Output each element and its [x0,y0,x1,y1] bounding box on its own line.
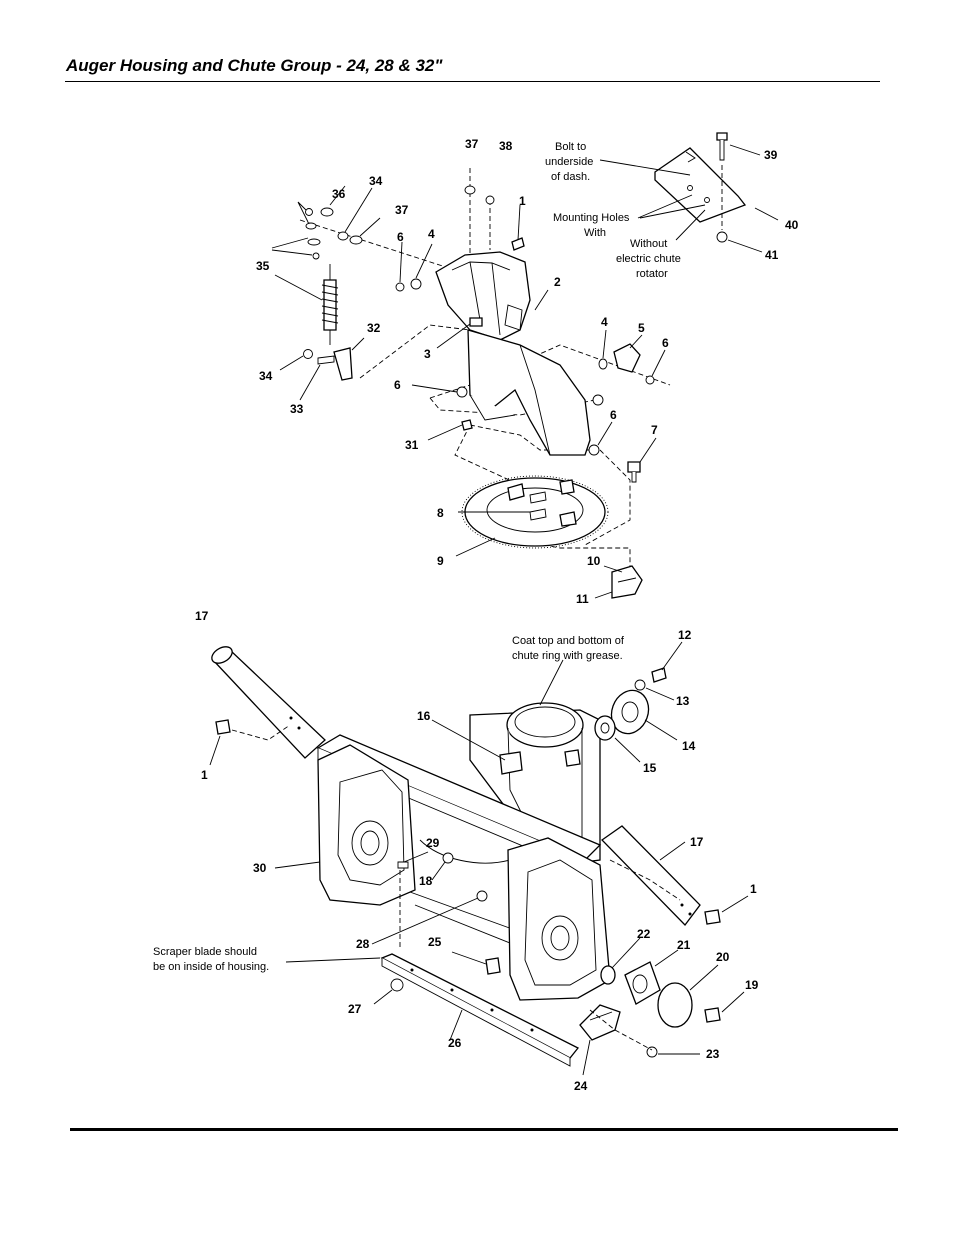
callout-31: 31 [405,438,419,452]
note-scraper-line2: be on inside of housing. [153,961,269,973]
callout-16: 16 [417,709,431,723]
callout-1: 1 [519,194,526,208]
callout-1: 1 [201,768,208,782]
callout-9: 9 [437,554,444,568]
callout-6: 6 [394,378,401,392]
callout-28: 28 [356,937,370,951]
note-bolt-line3: of dash. [551,171,590,183]
callout-39: 39 [764,148,778,162]
callout-10: 10 [587,554,601,568]
callout-37: 37 [395,203,409,217]
callout-26: 26 [448,1036,462,1050]
note-mounting-line2: With [584,227,606,239]
note-bolt-line1: Bolt to [555,141,586,153]
callout-30: 30 [253,861,267,875]
page-title: Auger Housing and Chute Group - 24, 28 &… [66,56,443,75]
callout-34: 34 [259,369,273,383]
callout-33: 33 [290,402,304,416]
note-without-line3: rotator [636,268,668,280]
callout-11: 11 [576,592,589,606]
callout-25: 25 [428,935,442,949]
callout-8: 8 [437,506,444,520]
callout-14: 14 [682,739,696,753]
callout-21: 21 [677,938,691,952]
note-without-line1: Without [630,238,667,250]
upper-leader-lines [271,144,779,599]
lower-leader-lines [209,641,749,1076]
callout-32: 32 [367,321,381,335]
note-scraper-line1: Scraper blade should [153,946,257,958]
callout-5: 5 [638,321,645,335]
callout-13: 13 [676,694,690,708]
note-without-line2: electric chute [616,253,681,265]
callout-6: 6 [662,336,669,350]
note-bolt-line2: underside [545,156,593,168]
callout-17: 17 [690,835,704,849]
callout-12: 12 [678,628,692,642]
callout-6: 6 [397,230,404,244]
footer-rule [70,1128,898,1131]
callout-29: 29 [426,836,440,850]
callout-40: 40 [785,218,799,232]
callout-7: 7 [651,423,658,437]
callout-35: 35 [256,259,270,273]
callout-24: 24 [574,1079,588,1093]
chute-assembly [299,132,747,599]
callout-2: 2 [554,275,561,289]
callout-34: 34 [369,174,383,188]
annotation-notes: Bolt to underside of dash. Mounting Hole… [153,141,681,973]
callout-38: 38 [499,139,513,153]
callout-19: 19 [745,978,759,992]
callout-27: 27 [348,1002,362,1016]
callout-3: 3 [424,347,431,361]
note-coat-line2: chute ring with grease. [512,650,623,662]
note-coat-line1: Coat top and bottom of [512,635,625,647]
callout-4: 4 [428,227,435,241]
callout-17: 17 [195,609,209,623]
callout-22: 22 [637,927,651,941]
callout-37: 37 [465,137,479,151]
callout-numbers: 37 38 1 34 36 37 6 4 35 2 32 3 4 5 6 34 … [195,137,799,1093]
callout-20: 20 [716,950,730,964]
callout-18: 18 [419,874,433,888]
callout-36: 36 [332,187,346,201]
callout-1: 1 [750,882,757,896]
header-rule [65,81,880,82]
callout-41: 41 [765,248,779,262]
callout-6: 6 [610,408,617,422]
callout-23: 23 [706,1047,720,1061]
auger-housing-assembly [211,646,721,1067]
callout-15: 15 [643,761,657,775]
callout-4: 4 [601,315,608,329]
note-mounting-line1: Mounting Holes [553,212,630,224]
